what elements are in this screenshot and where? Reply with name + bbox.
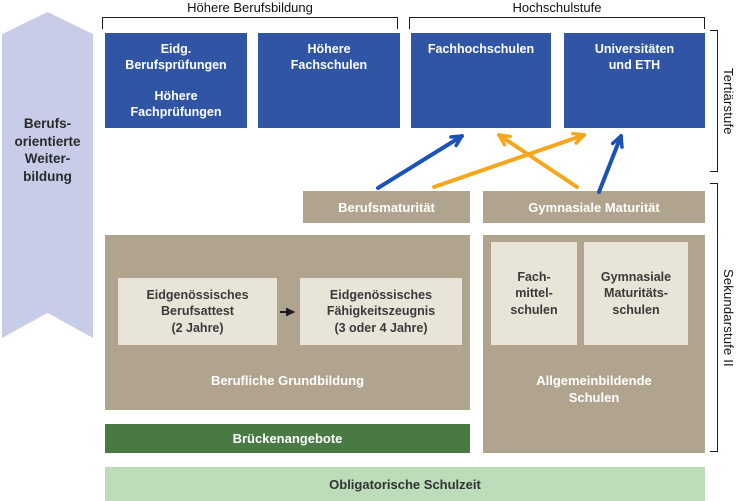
box-allgemeinbildende-schulen: Fach- mittel- schulen Gymnasiale Maturit… xyxy=(483,235,705,453)
label-tertiaerstufe: Tertiärstufe xyxy=(721,67,736,135)
box-obligatorische-schulzeit: Obligatorische Schulzeit xyxy=(105,467,705,501)
box-universitaeten-eth: Universitäten und ETH xyxy=(564,33,705,128)
box-berufsmaturitaet: Berufsmaturität xyxy=(303,191,470,223)
box-gymnasiale-maturitaetsschulen: Gymnasiale Maturitäts- schulen xyxy=(584,242,688,345)
continuing-education-ribbon: Berufs- orientierte Weiter- bildung xyxy=(2,12,93,338)
bracket-hoehere-berufsbildung xyxy=(102,17,398,29)
box-berufliche-grundbildung: Eidgenössisches Berufsattest (2 Jahre) E… xyxy=(105,235,470,410)
label-sekundarstufe: Sekundarstufe II xyxy=(721,268,736,367)
box-eidg-berufspruefungen: Eidg. Berufsprüfungen Höhere Fachprüfung… xyxy=(105,33,247,128)
box-berufsattest: Eidgenössisches Berufsattest (2 Jahre) xyxy=(118,278,277,345)
bracket-tertiaerstufe xyxy=(710,30,718,172)
label-hoehere-berufsbildung: Höhere Berufsbildung xyxy=(187,0,313,15)
ribbon-label: Berufs- orientierte Weiter- bildung xyxy=(14,116,81,184)
box-gymnasiale-maturitaet: Gymnasiale Maturität xyxy=(483,191,705,223)
label-berufliche-grundbildung: Berufliche Grundbildung xyxy=(210,373,365,389)
arrow-gymnasiale-to-universitaeten xyxy=(597,134,624,194)
box-fachmittelschulen: Fach- mittel- schulen xyxy=(491,242,577,345)
box-hoehere-fachschulen: Höhere Fachschulen xyxy=(258,33,400,128)
arrow-berufsmaturitaet-to-universitaeten xyxy=(432,131,586,189)
bracket-sekundarstufe xyxy=(710,183,718,452)
label-hochschulstufe: Hochschulstufe xyxy=(512,0,602,15)
bracket-hochschulstufe xyxy=(409,17,705,29)
label-allgemeinbildende-schulen: Allgemeinbildende Schulen xyxy=(536,372,652,406)
box-faehigkeitszeugnis: Eidgenössisches Fähigkeitszeugnis (3 ode… xyxy=(300,278,462,345)
box-brueckenangebote: Brückenangebote xyxy=(105,424,470,453)
box-fachhochschulen: Fachhochschulen xyxy=(411,33,551,128)
arrow-gymnasiale-to-fachhochschulen xyxy=(497,133,579,189)
arrow-berufsmaturitaet-to-fachhochschulen xyxy=(376,134,464,190)
